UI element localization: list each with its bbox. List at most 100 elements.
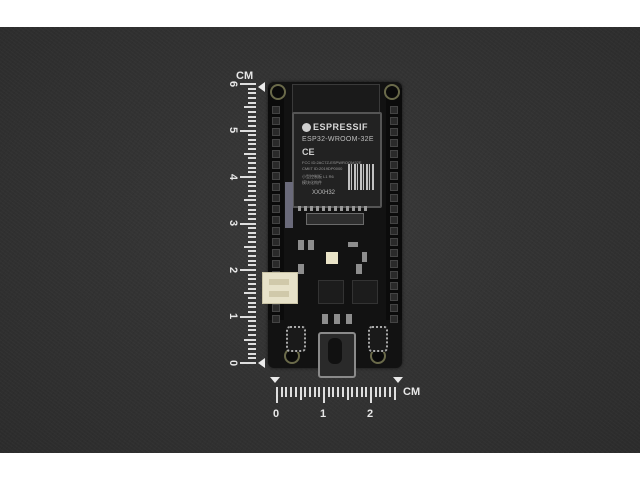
- ruler-tick: [248, 87, 256, 90]
- boot-button: [286, 326, 306, 352]
- ruler-tick: [318, 387, 321, 397]
- header-pin: [390, 139, 398, 147]
- ruler-tick: [248, 250, 256, 253]
- smd-component: [298, 240, 304, 250]
- vertical-ruler-label-1: 1: [227, 312, 239, 320]
- ruler-tick: [248, 282, 256, 285]
- ruler-tick: [384, 387, 387, 397]
- smd-component: [348, 242, 358, 247]
- ruler-tick: [346, 387, 349, 400]
- header-pin: [390, 194, 398, 202]
- ruler-tick: [248, 241, 256, 244]
- ruler-tick: [248, 162, 256, 165]
- mounting-hole: [384, 84, 400, 100]
- ruler-tick: [248, 157, 256, 160]
- horizontal-ruler-label-0: 0: [273, 408, 280, 420]
- ruler-tick: [308, 387, 311, 397]
- ruler-tick: [248, 194, 256, 197]
- vertical-ruler-label-6: 6: [227, 80, 239, 88]
- ruler-tick: [248, 96, 256, 99]
- smd-component: [334, 314, 340, 324]
- ruler-tick: [327, 387, 330, 397]
- header-pin: [390, 150, 398, 158]
- ruler-tick: [248, 264, 256, 267]
- header-pin: [272, 128, 280, 136]
- ruler-tick: [244, 199, 256, 202]
- smd-component: [322, 314, 328, 324]
- ruler-tick: [244, 292, 256, 295]
- header-pin: [390, 205, 398, 213]
- ruler-tick: [248, 124, 256, 127]
- ic-chip: [352, 280, 378, 304]
- esp32-module: ESPRESSIF ESP32-WROOM-32E CE FCC ID:2AC7…: [292, 112, 382, 208]
- ruler-tick: [248, 296, 256, 299]
- module-fine-print: 小型控制板 L1 R6: [302, 174, 334, 179]
- ruler-tick: [337, 387, 340, 397]
- module-model: ESP32-WROOM-32E: [302, 136, 374, 143]
- header-pin: [390, 227, 398, 235]
- header-pin: [272, 161, 280, 169]
- bottom-marker-arrow-icon: [258, 358, 265, 368]
- header-pin: [272, 249, 280, 257]
- header-pin: [272, 216, 280, 224]
- right-marker-arrow-icon: [393, 377, 403, 383]
- reset-button: [368, 326, 388, 352]
- smd-component: [362, 252, 367, 262]
- ruler-tick: [393, 387, 396, 400]
- usb-c-port: [318, 332, 356, 378]
- module-castellated-pads: [298, 206, 370, 211]
- header-pin: [272, 315, 280, 323]
- ruler-tick: [248, 213, 256, 216]
- ruler-tick: [248, 208, 256, 211]
- ruler-tick: [248, 278, 256, 281]
- ruler-tick: [248, 203, 256, 206]
- ruler-tick: [370, 387, 372, 403]
- header-pin: [272, 238, 280, 246]
- ruler-tick: [299, 387, 302, 400]
- header-pin: [272, 260, 280, 268]
- ruler-tick: [244, 338, 256, 341]
- header-pin: [272, 227, 280, 235]
- ruler-tick: [248, 143, 256, 146]
- ruler-tick: [248, 110, 256, 113]
- ruler-tick: [248, 324, 256, 327]
- ruler-tick: [248, 115, 256, 118]
- horizontal-ruler-label-1: 1: [320, 408, 327, 420]
- ruler-tick: [244, 106, 256, 109]
- ruler-tick: [240, 176, 256, 178]
- module-fine-print: CMIIT ID:2019DP0000: [302, 166, 343, 171]
- header-pin: [390, 238, 398, 246]
- ruler-tick: [313, 387, 316, 397]
- vertical-ruler: CM 0 1 2 3 4 5 6: [227, 70, 268, 375]
- vertical-ruler-label-2: 2: [227, 266, 239, 274]
- ruler-tick: [248, 348, 256, 351]
- ruler-tick: [290, 387, 293, 397]
- espressif-logo-icon: [302, 123, 311, 133]
- module-antenna: [292, 84, 380, 114]
- ruler-tick: [248, 138, 256, 141]
- header-pin: [390, 260, 398, 268]
- ruler-tick: [248, 227, 256, 230]
- vertical-ruler-label-0: 0: [227, 359, 239, 367]
- ruler-tick: [248, 231, 256, 234]
- header-pin: [272, 205, 280, 213]
- smd-component: [356, 264, 362, 274]
- ruler-tick: [244, 152, 256, 155]
- mounting-hole: [270, 84, 286, 100]
- ruler-tick: [323, 387, 325, 403]
- ruler-tick: [240, 222, 256, 225]
- ruler-tick: [248, 134, 256, 137]
- vertical-ruler-label-4: 4: [227, 173, 239, 181]
- ruler-tick: [374, 387, 377, 397]
- ruler-tick: [248, 166, 256, 169]
- ruler-tick: [248, 92, 256, 95]
- ruler-tick: [351, 387, 354, 397]
- header-pin: [272, 117, 280, 125]
- header-pin: [390, 128, 398, 136]
- ruler-tick: [240, 83, 256, 85]
- ruler-tick: [248, 334, 256, 337]
- ruler-tick: [248, 357, 256, 360]
- ruler-tick: [248, 180, 256, 183]
- ruler-tick: [294, 387, 297, 397]
- top-marker-arrow-icon: [258, 82, 265, 92]
